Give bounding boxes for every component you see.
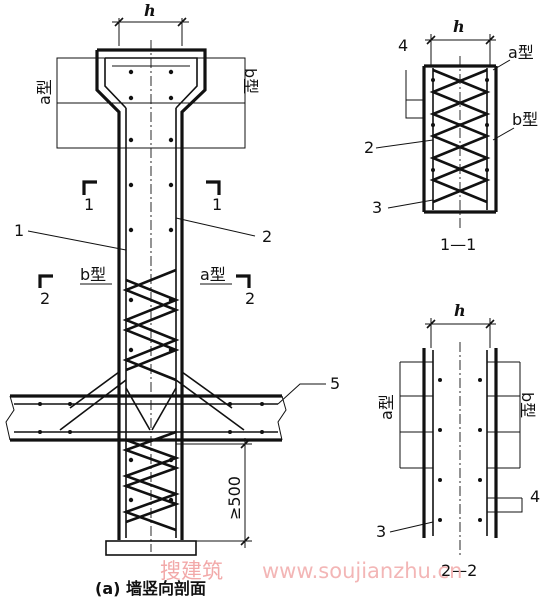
- type-b-mid: b型: [80, 265, 106, 284]
- callout-2: 2: [262, 227, 272, 246]
- zigzag-upper: [122, 278, 180, 382]
- zigzag-lower: [122, 438, 180, 532]
- dim-500: [176, 438, 252, 548]
- dim-500-label: ≥500: [225, 476, 244, 520]
- type-a-11: a型: [508, 43, 534, 62]
- bracket-4: [405, 70, 424, 119]
- section-1-right: 1: [212, 195, 222, 214]
- boxes-22-left: [399, 361, 433, 469]
- watermark-cn: 搜建筑: [160, 559, 223, 583]
- type-a-top: a型: [35, 79, 54, 105]
- zigzag-11-b: [429, 68, 491, 204]
- type-b-22: b型: [518, 392, 537, 418]
- section-1-left: 1: [84, 195, 94, 214]
- leader-2: [175, 217, 256, 237]
- section-mark-1: [82, 180, 221, 195]
- zigzag-upper-2: [122, 268, 180, 372]
- main-wall-section: h: [5, 1, 340, 598]
- callout-5: 5: [330, 374, 340, 393]
- zigzag-lower-2: [122, 430, 180, 524]
- leader-22-4: [487, 497, 523, 513]
- leader-22-3: [389, 521, 434, 533]
- leader-11-2: [375, 139, 434, 149]
- callout-22-4: 4: [530, 487, 540, 506]
- section-2-right: 2: [245, 289, 255, 308]
- section-22: h a型 b型 3 4 2—2: [376, 301, 540, 580]
- callout-11-2: 2: [364, 138, 374, 157]
- dim-h-22: [425, 318, 496, 348]
- dim-h-22-label: h: [454, 301, 466, 320]
- section-11-title: 1—1: [440, 235, 476, 254]
- dim-h-main: [112, 17, 189, 46]
- leader-11-3: [387, 199, 434, 209]
- section-11: h 4 2 3 a型 b型 1—1: [364, 17, 538, 254]
- dim-h-main-label: h: [144, 1, 156, 20]
- dim-h-11-label: h: [453, 17, 465, 36]
- main-caption: (a) 墙竖向剖面: [95, 579, 206, 598]
- zigzag-11-a: [429, 68, 491, 204]
- section-22-title: 2—2: [441, 561, 477, 580]
- type-a-22: a型: [377, 394, 396, 420]
- type-b-11: b型: [512, 110, 538, 129]
- callout-11-3: 3: [372, 198, 382, 217]
- wall-top-cap: [95, 48, 207, 540]
- slab-haunch: [59, 371, 245, 431]
- watermark-url: www.soujianzhu.cn: [262, 559, 462, 583]
- section-mark-2: [38, 274, 251, 288]
- callout-22-3: 3: [376, 522, 386, 541]
- section-2-left: 2: [40, 289, 50, 308]
- dim-h-11: [425, 34, 496, 66]
- callout-1: 1: [14, 221, 24, 240]
- callout-11-4: 4: [398, 36, 408, 55]
- boxes-22-right: [487, 361, 521, 469]
- wall-base: [105, 540, 197, 556]
- leader-1: [27, 230, 127, 251]
- type-a-mid: a型: [200, 265, 226, 284]
- leader-5: [277, 383, 326, 405]
- type-b-top: b型: [241, 68, 260, 94]
- wall-inner-rebars: [125, 40, 177, 552]
- floor-slab: [5, 394, 287, 442]
